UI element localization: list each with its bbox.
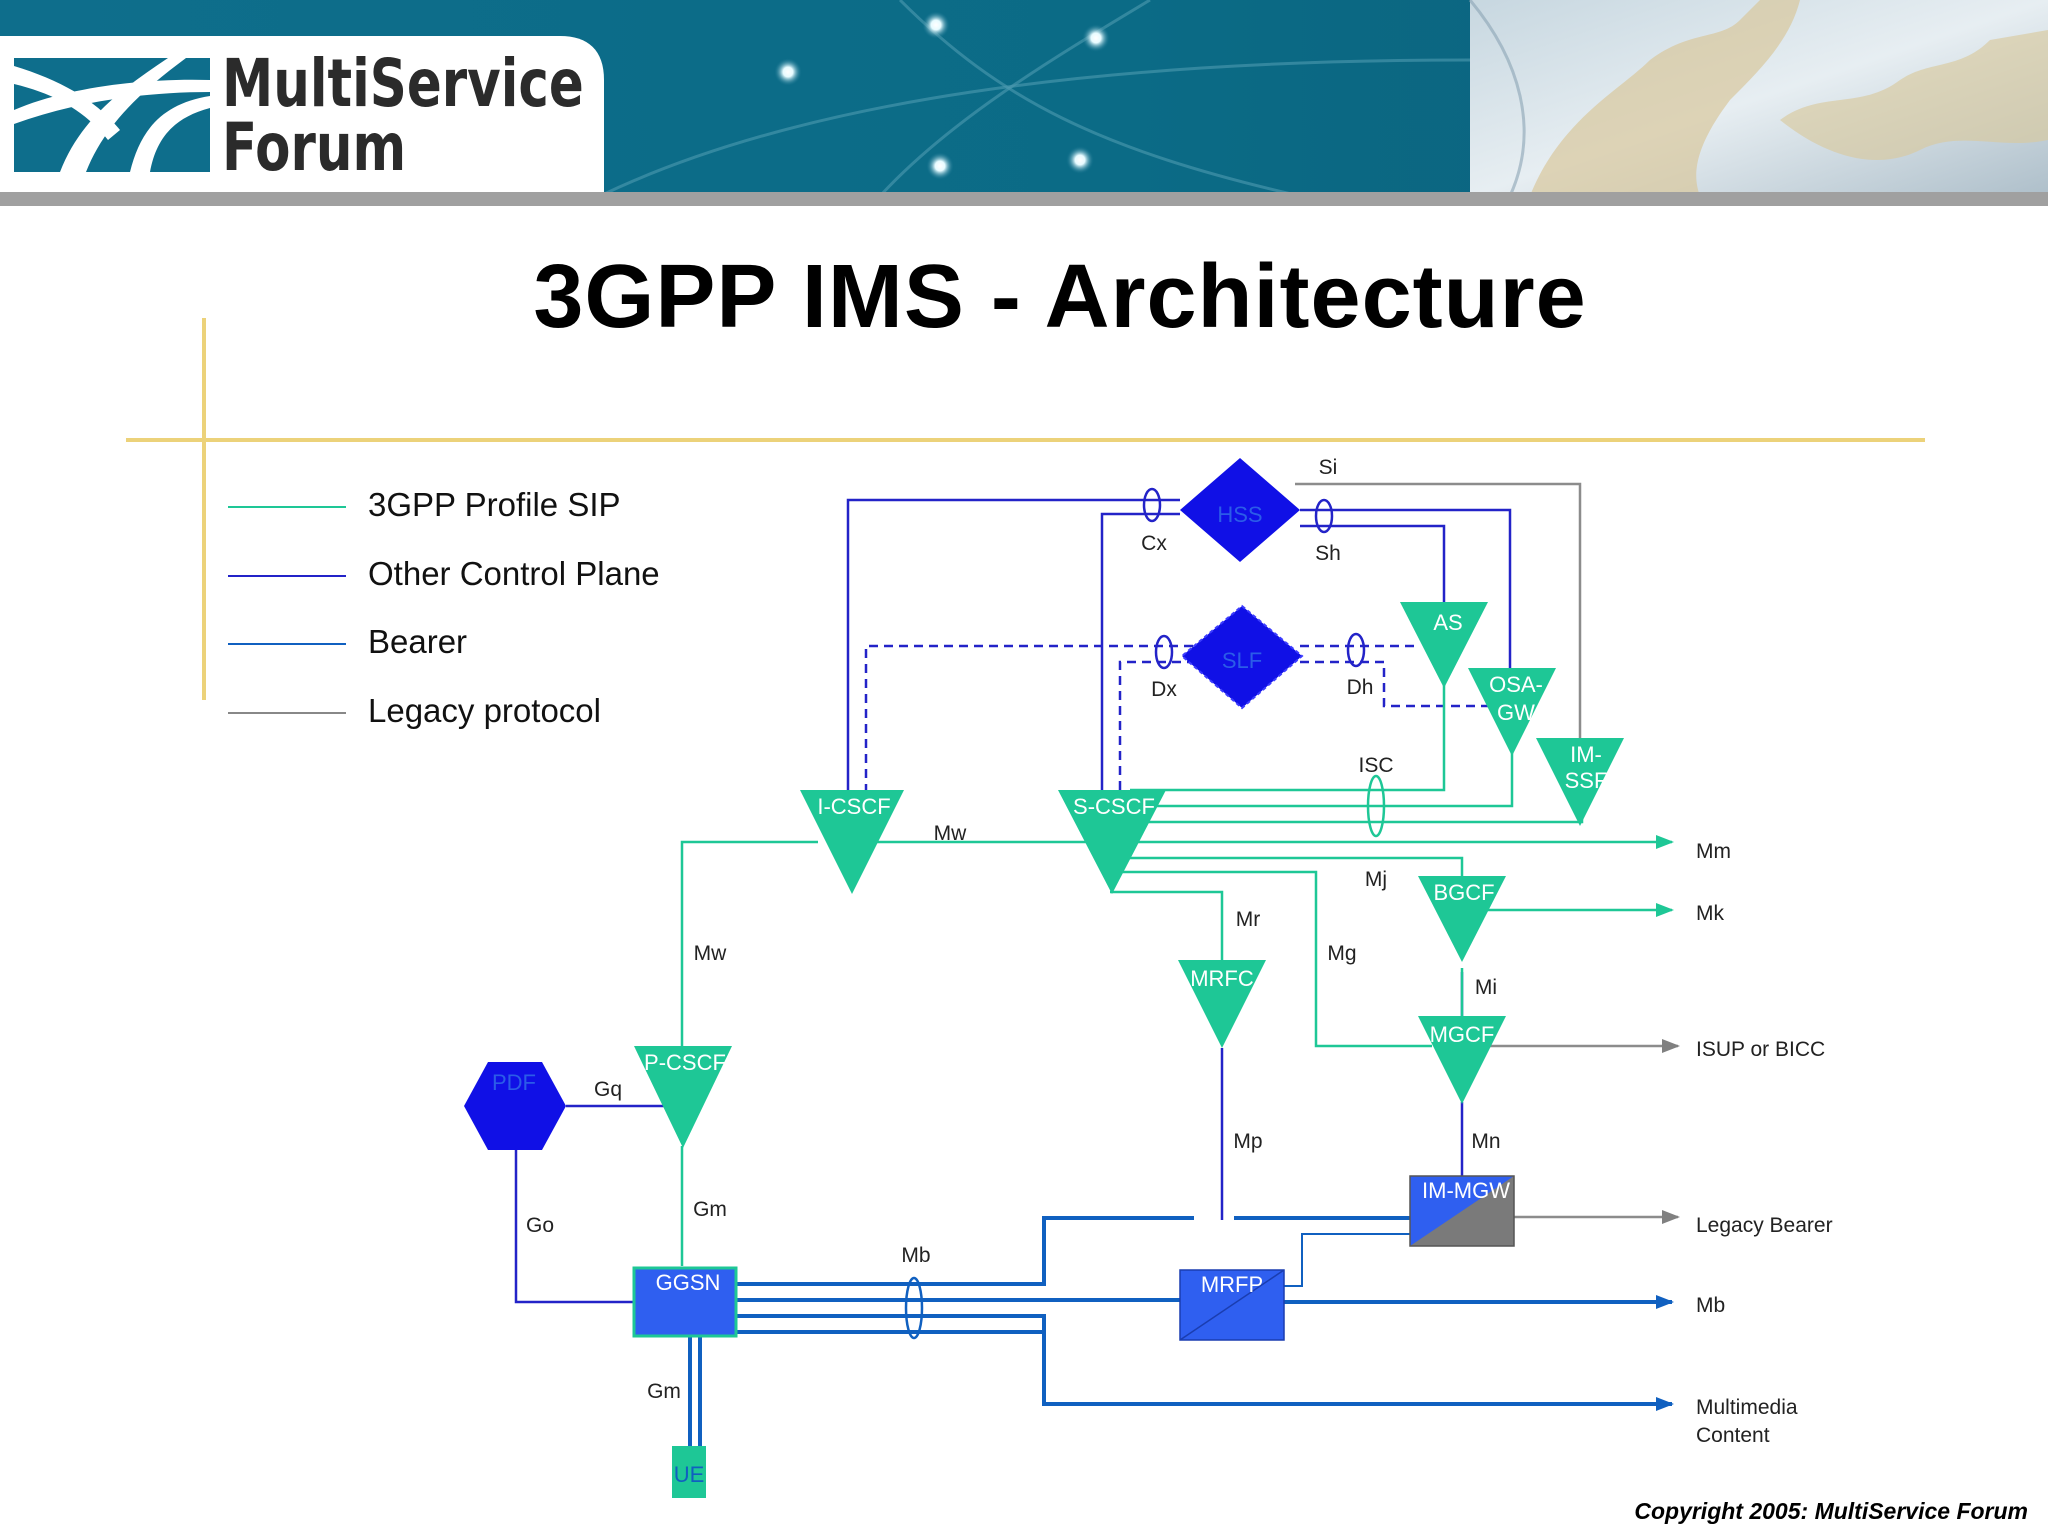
dh-label: Dh (1347, 676, 1374, 699)
external-labels: Mm Mk ISUP or BICC Legacy Bearer Mb Mult… (1696, 840, 1833, 1447)
multimedia-label-2: Content (1696, 1424, 1770, 1447)
sh-label: Sh (1315, 542, 1341, 565)
ggsn-label: GGSN (656, 1270, 721, 1295)
mw-left-label: Mw (694, 942, 727, 965)
gq-label: Gq (594, 1078, 622, 1101)
go-label: Go (526, 1214, 554, 1237)
mr-label: Mr (1236, 908, 1261, 931)
gm-top-label: Gm (693, 1198, 727, 1221)
mj-label: Mj (1365, 868, 1387, 891)
copyright-text: Copyright 2005: MultiService Forum (1634, 1498, 2028, 1524)
i-cscf-node[interactable]: I-CSCF (800, 790, 904, 894)
bgcf-label: BGCF (1433, 880, 1494, 905)
isup-bicc-label: ISUP or BICC (1696, 1038, 1825, 1061)
im-mgw-node[interactable]: IM-MGW (1409, 1175, 1515, 1247)
slf-node[interactable]: SLF (1180, 604, 1304, 710)
interface-ellipses (904, 487, 1366, 1340)
s-cscf-label: S-CSCF (1073, 794, 1155, 819)
mn-label: Mn (1471, 1130, 1500, 1153)
dx-label: Dx (1151, 678, 1177, 701)
legacy-bearer-label: Legacy Bearer (1696, 1214, 1833, 1237)
mg-label: Mg (1327, 942, 1356, 965)
legend-label-control: Other Control Plane (368, 555, 660, 592)
pdf-label: PDF (492, 1070, 536, 1095)
legacy-lines (1295, 482, 1680, 1224)
mgcf-label: MGCF (1430, 1022, 1495, 1047)
i-cscf-label: I-CSCF (817, 794, 890, 819)
logo-line-2: Forum (222, 109, 407, 186)
bearer-thin-lines (1284, 1233, 1414, 1287)
im-ssf-node[interactable]: IM- SSF (1536, 738, 1624, 826)
sip-lines (680, 660, 1674, 1266)
mm-label: Mm (1696, 840, 1731, 863)
as-label: AS (1433, 610, 1462, 635)
logo-icon (14, 58, 210, 172)
hss-label: HSS (1217, 502, 1262, 527)
legend-label-legacy: Legacy protocol (368, 692, 601, 729)
interface-labels: Si Cx Sh Dx Dh ISC Mw Mj Mr Mw Mg Mi Gq … (526, 456, 1501, 1403)
control-plane-lines (514, 498, 1512, 1304)
legend-line-control (228, 575, 346, 577)
mk-label: Mk (1696, 902, 1724, 925)
mi-label: Mi (1475, 976, 1497, 999)
slf-dashed-lines (864, 644, 1490, 805)
cx-label: Cx (1141, 532, 1167, 555)
bearer-lines (688, 1216, 1674, 1446)
mrfc-node[interactable]: MRFC (1178, 960, 1266, 1048)
mp-label: Mp (1233, 1130, 1262, 1153)
logo-wordmark: MultiService Forum (222, 45, 584, 186)
legend-line-sip (228, 506, 346, 508)
p-cscf-node[interactable]: P-CSCF (634, 1046, 732, 1148)
mgcf-node[interactable]: MGCF (1418, 1016, 1506, 1104)
legend-label-bearer: Bearer (368, 623, 468, 660)
si-label: Si (1319, 456, 1338, 479)
mb-mid-label: Mb (901, 1244, 930, 1267)
gm-bottom-label: Gm (647, 1380, 681, 1403)
mrfp-node[interactable]: MRFP (1179, 1269, 1285, 1341)
mb-label: Mb (1696, 1294, 1725, 1317)
p-cscf-label: P-CSCF (644, 1050, 726, 1075)
legend-line-legacy (228, 712, 346, 714)
as-node[interactable]: AS (1400, 602, 1488, 688)
hss-node[interactable]: HSS (1180, 458, 1300, 562)
legend-label-sip: 3GPP Profile SIP (368, 486, 621, 523)
multimedia-label-1: Multimedia (1696, 1396, 1798, 1419)
slf-label: SLF (1222, 648, 1262, 673)
im-ssf-label-2: SSF (1565, 768, 1608, 793)
bgcf-node[interactable]: BGCF (1418, 876, 1506, 962)
ue-node[interactable]: UE (672, 1446, 706, 1498)
isc-label: ISC (1358, 754, 1393, 777)
page-title: 3GPP IMS - Architecture (533, 247, 1587, 347)
pdf-node[interactable]: PDF (464, 1062, 566, 1150)
im-mgw-label: IM-MGW (1422, 1178, 1510, 1203)
logo-line-1: MultiService (222, 45, 584, 122)
mw-top-label: Mw (934, 822, 967, 845)
im-ssf-label-1: IM- (1570, 742, 1602, 767)
mrfc-label: MRFC (1190, 966, 1254, 991)
ggsn-node[interactable]: GGSN (632, 1266, 738, 1338)
isc-ellipse (1366, 774, 1386, 838)
ue-label: UE (674, 1462, 705, 1487)
legend-line-bearer (228, 643, 346, 645)
osa-gw-node[interactable]: OSA- GW (1468, 668, 1556, 756)
header-banner (0, 0, 2048, 206)
osa-gw-label-2: GW (1497, 700, 1535, 725)
osa-gw-label-1: OSA- (1489, 672, 1543, 697)
mrfp-label: MRFP (1201, 1272, 1263, 1297)
s-cscf-node[interactable]: S-CSCF (1058, 790, 1166, 894)
